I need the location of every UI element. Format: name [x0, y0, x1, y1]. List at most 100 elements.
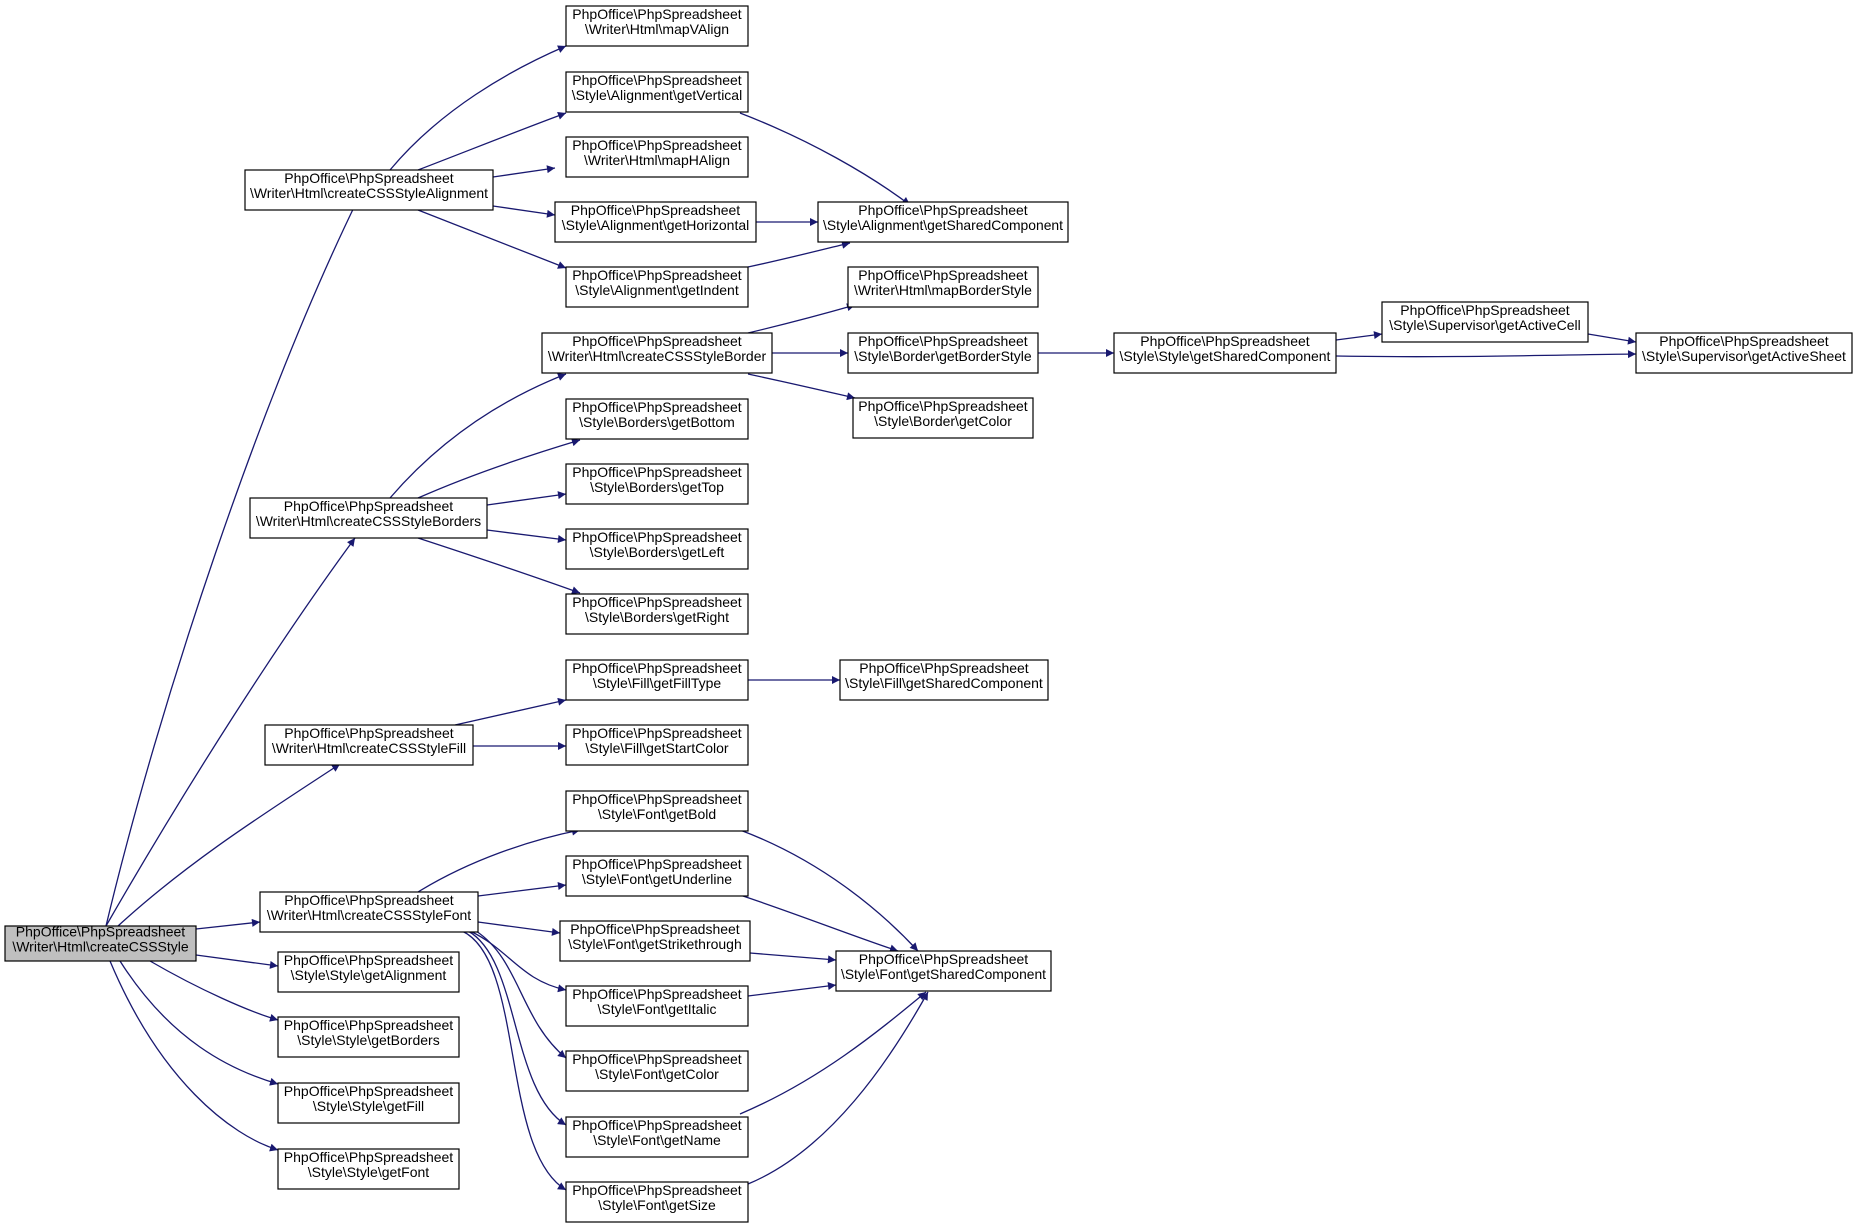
node-style-fill-getstartcolor[interactable]: PhpOffice\PhpSpreadsheet\Style\Fill\getS…: [565, 724, 749, 766]
node-style-fill-getsharedcomponent[interactable]: PhpOffice\PhpSpreadsheet\Style\Fill\getS…: [839, 659, 1049, 701]
node-box: [4, 925, 197, 962]
node-style-style-getfill[interactable]: PhpOffice\PhpSpreadsheet\Style\Style\get…: [277, 1082, 460, 1124]
node-style-borders-getright[interactable]: PhpOffice\PhpSpreadsheet\Style\Borders\g…: [565, 593, 749, 635]
node-writer-html-createcssstylealignment[interactable]: PhpOffice\PhpSpreadsheet\Writer\Html\cre…: [244, 169, 494, 211]
node-style-borders-getleft[interactable]: PhpOffice\PhpSpreadsheet\Style\Borders\g…: [565, 528, 749, 570]
node-box: [541, 332, 773, 374]
node-style-border-getborderstyle[interactable]: PhpOffice\PhpSpreadsheet\Style\Border\ge…: [847, 332, 1039, 374]
edge-borders-to-getright: [417, 537, 581, 595]
node-namespace-label: PhpOffice\PhpSpreadsheet: [572, 791, 742, 807]
node-writer-html-createcssstyleborders[interactable]: PhpOffice\PhpSpreadsheet\Writer\Html\cre…: [249, 497, 488, 539]
node-style-style-getsharedcomponent[interactable]: PhpOffice\PhpSpreadsheet\Style\Style\get…: [1113, 332, 1337, 374]
node-writer-html-maphalign[interactable]: PhpOffice\PhpSpreadsheet\Writer\Html\map…: [565, 136, 749, 178]
node-function-label: \Style\Font\getUnderline: [582, 871, 732, 887]
node-style-font-getitalic[interactable]: PhpOffice\PhpSpreadsheet\Style\Font\getI…: [565, 985, 749, 1027]
node-function-label: \Writer\Html\createCSSStyleFill: [272, 740, 466, 756]
node-function-label: \Style\Fill\getStartColor: [585, 740, 728, 756]
node-function-label: \Style\Supervisor\getActiveCell: [1389, 317, 1580, 333]
node-writer-html-mapborderstyle[interactable]: PhpOffice\PhpSpreadsheet\Writer\Html\map…: [847, 266, 1039, 308]
node-namespace-label: PhpOffice\PhpSpreadsheet: [572, 986, 742, 1002]
function-nodes: PhpOffice\PhpSpreadsheet\Writer\Html\cre…: [4, 5, 1853, 1223]
node-namespace-label: PhpOffice\PhpSpreadsheet: [572, 529, 742, 545]
node-box: [1381, 301, 1589, 343]
node-style-style-getalignment[interactable]: PhpOffice\PhpSpreadsheet\Style\Style\get…: [277, 951, 460, 993]
node-namespace-label: PhpOffice\PhpSpreadsheet: [284, 952, 454, 968]
edge-getindent-to-sharedcomponent: [747, 240, 851, 268]
node-style-font-getsize[interactable]: PhpOffice\PhpSpreadsheet\Style\Font\getS…: [565, 1181, 749, 1223]
edge-font-to-getsize: [461, 930, 567, 1191]
node-function-label: \Style\Borders\getBottom: [579, 414, 735, 430]
edge-font-to-getbold: [417, 827, 581, 893]
node-namespace-label: PhpOffice\PhpSpreadsheet: [858, 333, 1028, 349]
node-style-font-getname[interactable]: PhpOffice\PhpSpreadsheet\Style\Font\getN…: [565, 1116, 749, 1158]
node-writer-html-createcssstyleborder[interactable]: PhpOffice\PhpSpreadsheet\Writer\Html\cre…: [541, 332, 773, 374]
node-function-label: \Style\Border\getColor: [874, 413, 1012, 429]
node-writer-html-createcssstylefill[interactable]: PhpOffice\PhpSpreadsheet\Writer\Html\cre…: [264, 724, 474, 766]
node-namespace-label: PhpOffice\PhpSpreadsheet: [1400, 302, 1570, 318]
node-style-alignment-getvertical[interactable]: PhpOffice\PhpSpreadsheet\Style\Alignment…: [565, 71, 749, 113]
node-style-border-getcolor[interactable]: PhpOffice\PhpSpreadsheet\Style\Border\ge…: [852, 397, 1034, 439]
node-style-fill-getfilltype[interactable]: PhpOffice\PhpSpreadsheet\Style\Fill\getF…: [565, 659, 749, 701]
node-function-label: \Style\Alignment\getSharedComponent: [823, 217, 1063, 233]
node-namespace-label: PhpOffice\PhpSpreadsheet: [572, 137, 742, 153]
node-box: [264, 724, 474, 766]
node-function-label: \Style\Borders\getRight: [585, 609, 729, 625]
node-style-style-getfont[interactable]: PhpOffice\PhpSpreadsheet\Style\Style\get…: [277, 1148, 460, 1190]
node-box: [565, 398, 749, 440]
node-function-label: \Style\Style\getBorders: [297, 1032, 439, 1048]
node-namespace-label: PhpOffice\PhpSpreadsheet: [572, 856, 742, 872]
node-box: [565, 1181, 749, 1223]
node-namespace-label: PhpOffice\PhpSpreadsheet: [572, 399, 742, 415]
node-box: [852, 397, 1034, 439]
node-namespace-label: PhpOffice\PhpSpreadsheet: [284, 725, 454, 741]
node-style-supervisor-getactivesheet[interactable]: PhpOffice\PhpSpreadsheet\Style\Superviso…: [1635, 332, 1853, 374]
edge-border-to-mapborderstyle: [747, 303, 856, 334]
edge-fill-to-getfilltype: [454, 697, 567, 726]
node-namespace-label: PhpOffice\PhpSpreadsheet: [572, 660, 742, 676]
node-box: [565, 659, 749, 701]
node-namespace-label: PhpOffice\PhpSpreadsheet: [859, 951, 1029, 967]
node-style-font-getunderline[interactable]: PhpOffice\PhpSpreadsheet\Style\Font\getU…: [565, 855, 749, 897]
node-function-label: \Style\Fill\getFillType: [593, 675, 722, 691]
node-namespace-label: PhpOffice\PhpSpreadsheet: [570, 921, 740, 937]
node-namespace-label: PhpOffice\PhpSpreadsheet: [571, 202, 741, 218]
node-box: [259, 891, 479, 933]
node-writer-html-mapvalign[interactable]: PhpOffice\PhpSpreadsheet\Writer\Html\map…: [565, 5, 749, 47]
node-box: [817, 201, 1069, 243]
node-style-style-getborders[interactable]: PhpOffice\PhpSpreadsheet\Style\Style\get…: [277, 1016, 460, 1058]
edge-stylesharedcomponent-to-getactivecell: [1335, 331, 1383, 341]
node-box: [554, 201, 757, 243]
node-style-alignment-getsharedcomponent[interactable]: PhpOffice\PhpSpreadsheet\Style\Alignment…: [817, 201, 1069, 243]
node-style-font-getcolor[interactable]: PhpOffice\PhpSpreadsheet\Style\Font\getC…: [565, 1050, 749, 1092]
edge-getstrikethrough-to-fontsharedcomponent: [749, 952, 837, 964]
node-namespace-label: PhpOffice\PhpSpreadsheet: [284, 892, 454, 908]
node-style-alignment-getindent[interactable]: PhpOffice\PhpSpreadsheet\Style\Alignment…: [565, 266, 749, 308]
node-box: [565, 593, 749, 635]
node-writer-html-createcssstyle[interactable]: PhpOffice\PhpSpreadsheet\Writer\Html\cre…: [4, 924, 197, 962]
node-box: [565, 855, 749, 897]
node-box: [565, 985, 749, 1027]
edge-getunderline-to-fontsharedcomponent: [739, 894, 899, 953]
node-style-font-getsharedcomponent[interactable]: PhpOffice\PhpSpreadsheet\Style\Font\getS…: [835, 950, 1052, 992]
node-style-supervisor-getactivecell[interactable]: PhpOffice\PhpSpreadsheet\Style\Superviso…: [1381, 301, 1589, 343]
node-box: [565, 1116, 749, 1158]
node-style-font-getbold[interactable]: PhpOffice\PhpSpreadsheet\Style\Font\getB…: [565, 790, 749, 832]
node-style-alignment-gethorizontal[interactable]: PhpOffice\PhpSpreadsheet\Style\Alignment…: [554, 201, 757, 243]
node-function-label: \Style\Border\getBorderStyle: [854, 348, 1032, 364]
call-edges: [105, 45, 1637, 1191]
node-box: [565, 5, 749, 47]
node-style-borders-gettop[interactable]: PhpOffice\PhpSpreadsheet\Style\Borders\g…: [565, 463, 749, 505]
node-style-font-getstrikethrough[interactable]: PhpOffice\PhpSpreadsheet\Style\Font\getS…: [559, 920, 751, 962]
node-box: [565, 71, 749, 113]
edge-font-to-getcolor: [475, 930, 567, 1059]
edge-borders-to-getleft: [486, 529, 567, 543]
node-style-borders-getbottom[interactable]: PhpOffice\PhpSpreadsheet\Style\Borders\g…: [565, 398, 749, 440]
edge-borders-to-border: [389, 373, 567, 499]
node-writer-html-createcssstylefont[interactable]: PhpOffice\PhpSpreadsheet\Writer\Html\cre…: [259, 891, 479, 933]
edge-alignment-to-getindent: [417, 209, 567, 269]
edge-root-to-getfill: [119, 960, 279, 1086]
node-function-label: \Style\Style\getFill: [313, 1098, 424, 1114]
node-namespace-label: PhpOffice\PhpSpreadsheet: [572, 6, 742, 22]
node-box: [565, 266, 749, 308]
